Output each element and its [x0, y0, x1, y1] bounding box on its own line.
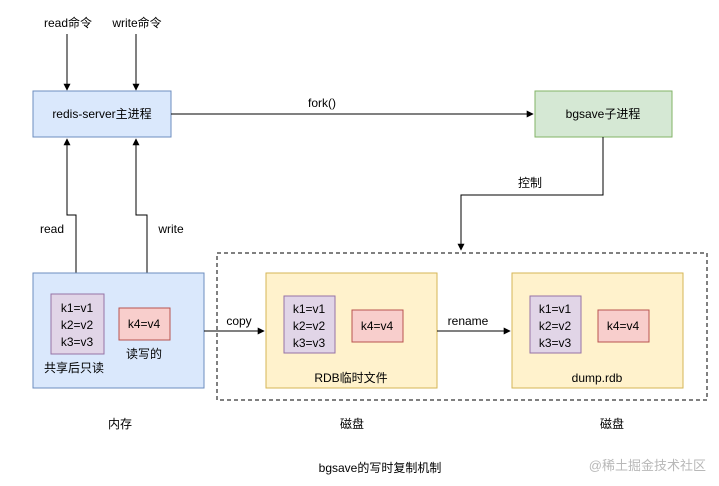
disk-dashed-container: [216, 252, 708, 401]
rdb-temp-caption: RDB临时文件: [314, 370, 387, 385]
read-command-label: read命令: [44, 15, 92, 30]
memory-kv-3: k3=v3: [61, 335, 94, 349]
rdb-temp-kv-box: [283, 295, 336, 354]
read-label: read: [40, 222, 64, 236]
rdb-temp-kv4-box: [351, 309, 404, 343]
child-process-label: bgsave子进程: [566, 106, 641, 121]
dump-disk-caption: 磁盘: [600, 416, 624, 431]
memory-shared-kv-box: [50, 293, 105, 355]
control-label: 控制: [518, 176, 542, 190]
rename-label: rename: [448, 314, 489, 328]
rdb-temp-kv4: k4=v4: [361, 319, 394, 333]
child-process-box: [534, 90, 673, 138]
rdb-temp-kv-3: k3=v3: [293, 336, 326, 350]
rdb-temp-kv-2: k2=v2: [293, 319, 326, 333]
main-process-box: [32, 90, 172, 138]
main-process-label: redis-server主进程: [52, 106, 151, 121]
dump-rdb-kv-1: k1=v1: [539, 302, 572, 316]
dump-rdb-caption: dump.rdb: [572, 371, 623, 385]
read-arrow: [63, 138, 80, 300]
memory-kv-1: k1=v1: [61, 301, 94, 315]
write-label: write: [157, 222, 184, 236]
dump-rdb-kv4-box: [597, 309, 650, 343]
dump-rdb-kv4: k4=v4: [607, 319, 640, 333]
watermark: @稀土掘金技术社区: [589, 458, 706, 473]
dump-rdb-kv-3: k3=v3: [539, 336, 572, 350]
control-arrow: [457, 137, 604, 251]
dump-rdb-kv-2: k2=v2: [539, 319, 572, 333]
copy-label: copy: [226, 314, 251, 328]
memory-rw-kv-box: [118, 307, 171, 341]
rdb-disk-caption: 磁盘: [340, 416, 364, 431]
memory-kv-2: k2=v2: [61, 318, 94, 332]
figure-caption: bgsave的写时复制机制: [319, 460, 442, 475]
write-arrow: [132, 138, 151, 307]
dump-rdb-kv-box: [529, 295, 582, 354]
memory-rw-kv: k4=v4: [128, 317, 161, 331]
memory-caption: 内存: [108, 417, 132, 431]
memory-shared-caption: 共享后只读: [44, 360, 104, 375]
write-command-label: write命令: [111, 15, 161, 30]
memory-rw-caption: 读写的: [126, 346, 162, 361]
fork-label: fork(): [308, 96, 336, 110]
rdb-temp-kv-1: k1=v1: [293, 302, 326, 316]
